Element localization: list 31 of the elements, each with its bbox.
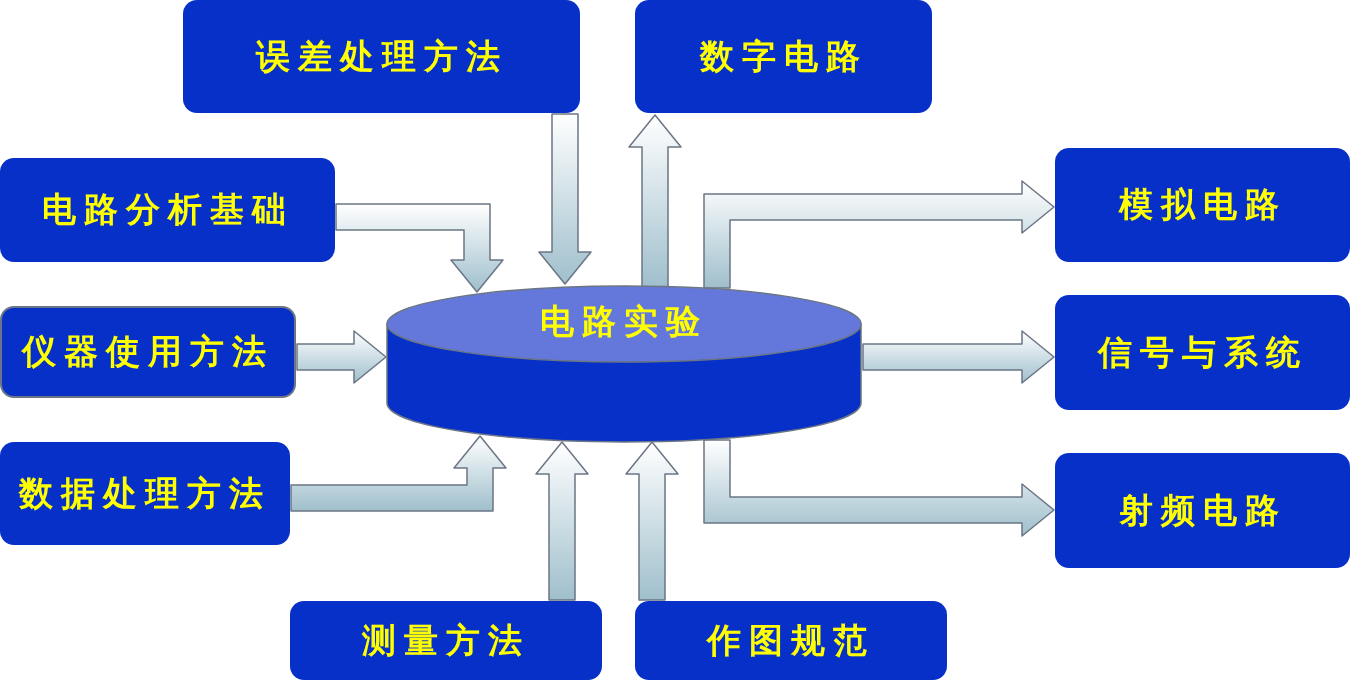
box-label: 仪器使用方法 xyxy=(22,330,274,373)
block-arrow xyxy=(290,435,507,512)
block-arrow xyxy=(296,330,387,384)
topic-box xyxy=(0,306,296,398)
box-label: 射频电路 xyxy=(1118,488,1287,532)
box-label: 信号与系统 xyxy=(1097,330,1308,374)
topic-box xyxy=(635,0,932,113)
block-arrow xyxy=(703,439,1055,537)
block-arrow xyxy=(703,180,1055,289)
topic-box xyxy=(1055,148,1350,262)
block-arrow xyxy=(335,203,504,293)
box-label: 误差处理方法 xyxy=(255,34,508,78)
topic-box xyxy=(635,601,947,680)
box-label: 电路分析基础 xyxy=(41,188,294,231)
topic-box xyxy=(183,0,580,113)
block-arrow xyxy=(535,441,589,601)
box-label: 数字电路 xyxy=(699,34,868,78)
block-arrow xyxy=(538,113,592,285)
topic-box xyxy=(1055,295,1350,410)
topic-box xyxy=(1055,453,1350,568)
topic-box xyxy=(0,442,290,545)
block-arrow xyxy=(628,114,682,288)
box-label: 数据处理方法 xyxy=(19,471,271,515)
box-label: 作图规范 xyxy=(707,618,875,662)
block-arrow xyxy=(862,330,1055,384)
box-label: 模拟电路 xyxy=(1118,183,1287,226)
cylinder-label: 电路实验 xyxy=(540,300,708,343)
box-label: 测量方法 xyxy=(362,618,530,662)
topic-box xyxy=(290,601,602,680)
block-arrow xyxy=(625,441,679,601)
topic-box xyxy=(0,158,335,262)
